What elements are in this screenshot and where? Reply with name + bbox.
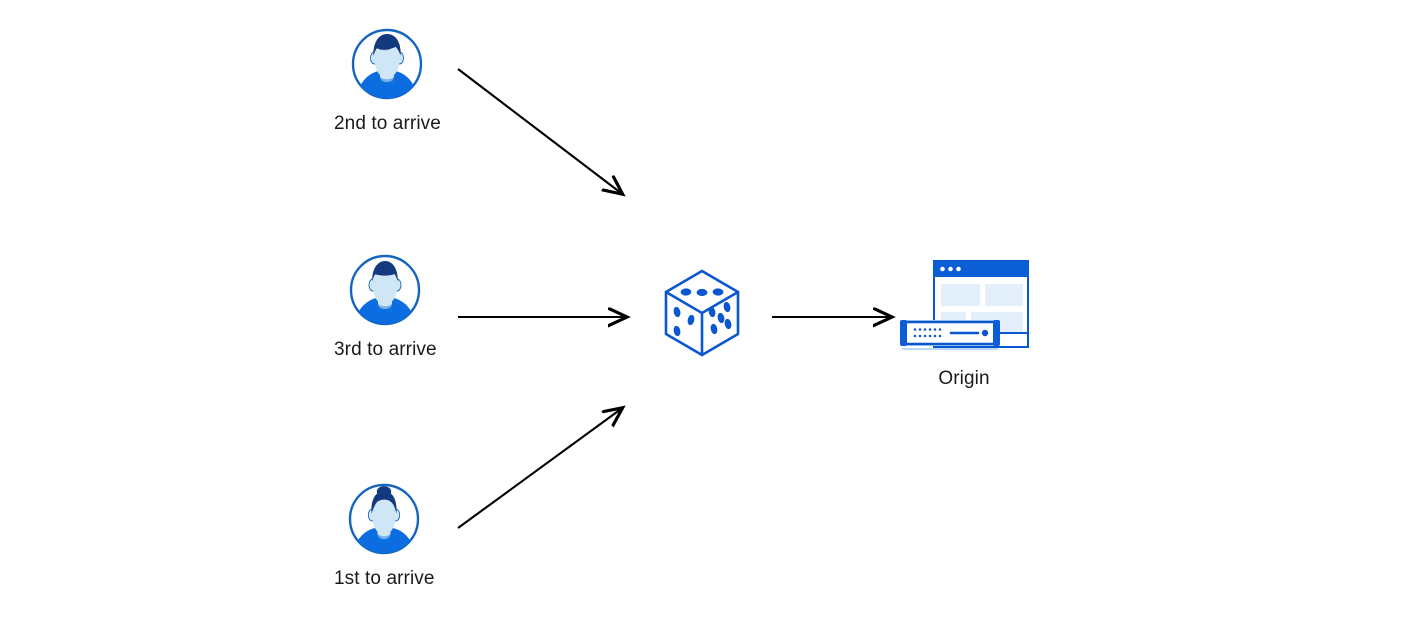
arrow-2nd-to-dice [457,68,621,193]
client-label: 2nd to arrive [334,113,441,134]
user-avatar-icon [348,253,422,327]
client-node-3rd[interactable]: 3rd to arrive [334,253,437,362]
client-label: 1st to arrive [334,568,435,589]
browser-dot [956,266,961,272]
origin-server-icon [896,258,1032,358]
client-node-1st[interactable]: 1st to arrive [334,482,435,591]
client-label: 3rd to arrive [334,339,437,360]
browser-dot [940,266,945,272]
origin-label: Origin [938,368,990,389]
origin-node[interactable]: Origin [896,258,1032,390]
client-node-2nd[interactable]: 2nd to arrive [334,27,441,136]
arrow-1st-to-dice [457,409,621,529]
dice-cube-icon[interactable] [660,267,744,359]
user-avatar-icon [350,27,424,101]
browser-dot [948,266,953,272]
user-avatar-icon [347,482,421,556]
